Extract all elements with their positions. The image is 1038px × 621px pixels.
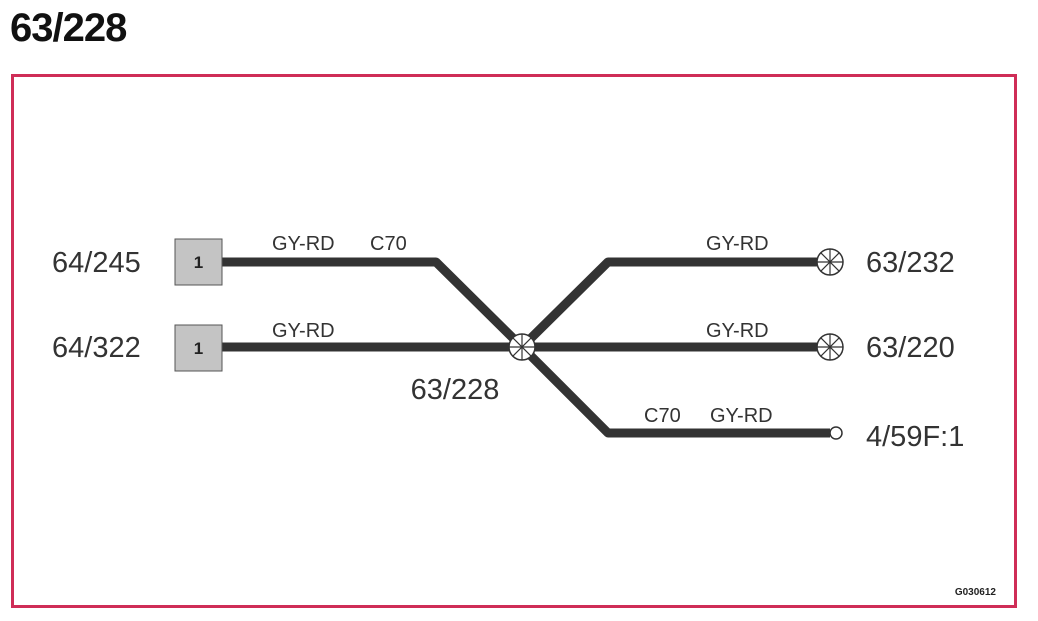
splice-icon[interactable] xyxy=(816,333,844,361)
connector-64-245[interactable]: 1 xyxy=(174,238,223,286)
splice-icon[interactable] xyxy=(816,248,844,276)
splice-label: 63/228 xyxy=(411,374,500,406)
wire-code-label: C70 xyxy=(644,405,681,427)
terminal-label-63-220: 63/220 xyxy=(866,332,955,364)
wire-color-label: GY-RD xyxy=(710,405,773,427)
wire-color-label: GY-RD xyxy=(272,233,335,255)
diagram-frame xyxy=(11,74,1017,608)
figure-code: G030612 xyxy=(955,587,997,598)
page-title: 63/228 xyxy=(10,6,127,50)
wire-color-label: GY-RD xyxy=(272,320,335,342)
terminal-label-4-59f: 4/59F:1 xyxy=(866,421,964,453)
connector-pin-label: 1 xyxy=(194,339,203,358)
connector-64-322[interactable]: 1 xyxy=(174,324,223,372)
wire-64-245[interactable] xyxy=(222,257,526,351)
wire-63-232[interactable] xyxy=(518,257,818,351)
wire-color-label: GY-RD xyxy=(706,320,769,342)
wire-color-label: GY-RD xyxy=(706,233,769,255)
terminal-end-icon[interactable] xyxy=(829,426,843,440)
terminal-label-63-232: 63/232 xyxy=(866,247,955,279)
wire-4-59f[interactable] xyxy=(518,343,830,438)
connector-label-64-245: 64/245 xyxy=(52,247,141,279)
connector-pin-label: 1 xyxy=(194,253,203,272)
splice-icon[interactable] xyxy=(508,333,536,361)
wire-code-label: C70 xyxy=(370,233,407,255)
connector-label-64-322: 64/322 xyxy=(52,332,141,364)
